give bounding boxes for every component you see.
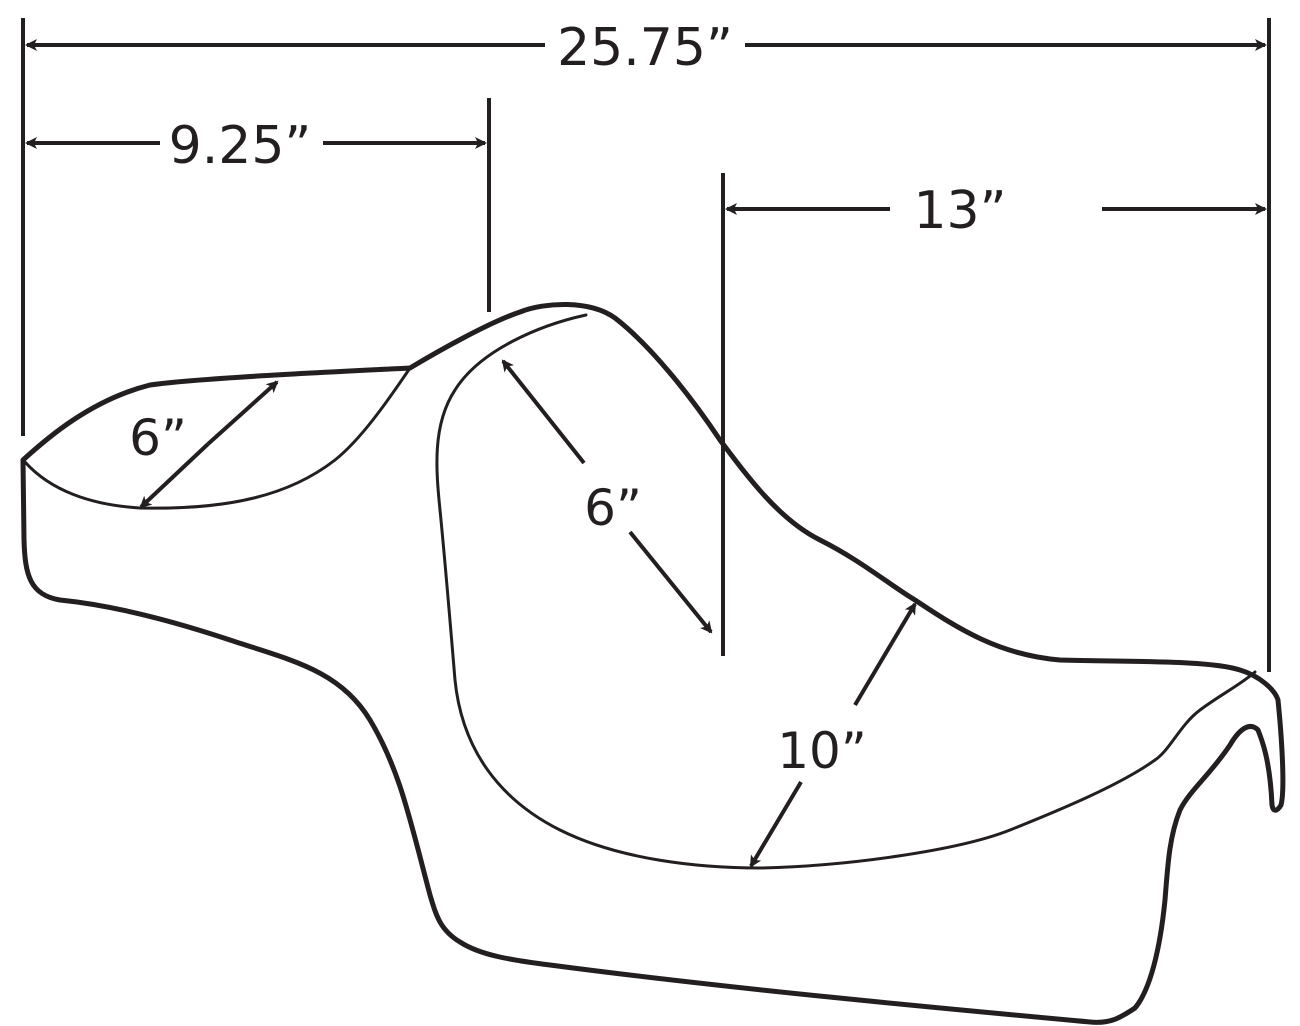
dimension-rider-width: 10” (749, 602, 917, 868)
dimension-passenger-length: 9.25” (25, 116, 487, 176)
label-overall-length: 25.75” (557, 18, 733, 78)
label-rider-width: 10” (777, 722, 867, 780)
label-passenger-length: 9.25” (169, 116, 312, 176)
dim-arrow-down (628, 530, 713, 634)
label-rider-backrest-depth: 6” (584, 479, 642, 537)
dimension-overall-length: 25.75” (25, 18, 1267, 78)
dim-arrow-down (749, 780, 803, 868)
dim-arrow-up (501, 359, 586, 465)
label-passenger-width: 6” (129, 409, 187, 467)
dim-arrow-up (206, 380, 279, 446)
dimension-rider-length: 13” (725, 181, 1267, 241)
seat-outer-outline (20, 301, 1286, 1025)
label-rider-length: 13” (913, 181, 1006, 241)
passenger-pad-outline (23, 366, 412, 510)
dim-arrow-up (853, 602, 917, 707)
dimension-passenger-width: 6” (129, 380, 279, 509)
extension-lines (21, 18, 1271, 672)
seat-drawing (20, 301, 1286, 1025)
dim-arrow-down (139, 442, 210, 509)
rider-pad-outline (435, 313, 1257, 870)
dimension-rider-backrest-depth: 6” (501, 359, 713, 634)
